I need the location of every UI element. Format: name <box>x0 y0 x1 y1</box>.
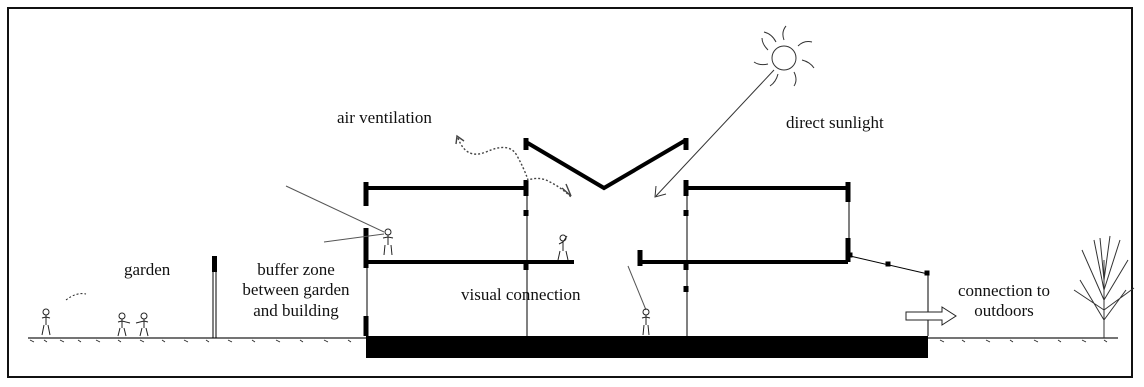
label-garden: garden <box>124 260 171 279</box>
sunlight-arrow <box>654 69 775 198</box>
label-direct-sunlight: direct sunlight <box>786 113 884 132</box>
thrown-ball-arc <box>65 293 87 301</box>
butterfly-roof <box>523 138 689 191</box>
tree-icon <box>1073 235 1135 338</box>
label-buffer-zone-line1: buffer zone <box>257 260 335 279</box>
air-ventilation-arrow <box>455 134 573 199</box>
person-garden-2 <box>117 312 131 337</box>
label-connection-outdoors-line2: outdoors <box>974 301 1034 321</box>
buffer-zone-post <box>212 256 217 338</box>
ground-line <box>28 337 1118 343</box>
person-upstairs-left <box>382 228 394 256</box>
label-visual-connection: visual connection <box>461 285 581 304</box>
sun-icon <box>753 25 815 87</box>
person-upstairs-center <box>557 234 569 261</box>
person-garden-3 <box>135 312 149 337</box>
label-connection-outdoors-line1: connection to <box>957 281 1051 300</box>
label-buffer-zone: buffer zone between garden and building <box>236 260 356 321</box>
person-figures <box>41 228 651 337</box>
person-ground-center <box>641 308 651 336</box>
label-buffer-zone-line2: between garden <box>242 280 350 300</box>
right-building <box>637 180 851 336</box>
sight-lines <box>285 185 647 311</box>
outdoor-canopy <box>847 252 930 336</box>
left-building <box>363 180 574 336</box>
label-buffer-zone-line3: and building <box>253 300 339 320</box>
label-connection-outdoors: connection to outdoors <box>944 281 1064 322</box>
label-air-ventilation: air ventilation <box>337 108 432 127</box>
foundation-slab <box>366 336 928 358</box>
outdoor-arrow <box>905 306 957 326</box>
person-garden-1 <box>41 308 51 336</box>
